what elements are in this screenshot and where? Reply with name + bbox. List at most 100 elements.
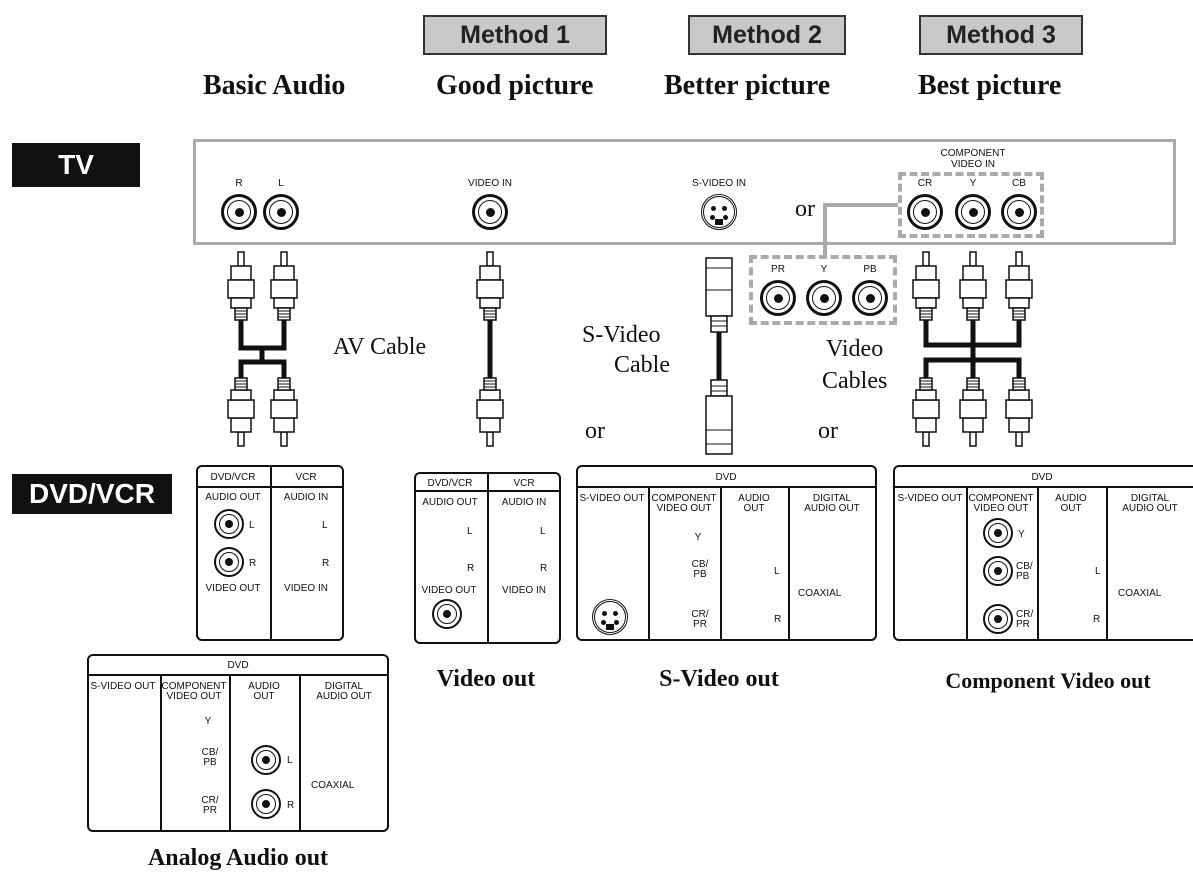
tv-y-label: Y — [969, 178, 977, 189]
component-label-2: VIDEO OUT — [166, 691, 222, 702]
analog-r-jack — [251, 789, 281, 819]
method-2-header: Method 2 — [688, 15, 846, 55]
svideo-out-label: S-VIDEO OUT — [897, 493, 963, 504]
panel-header-dvd: DVD — [715, 472, 737, 483]
or-right-label: or — [818, 418, 838, 444]
tv-svideo-in-label: S-VIDEO IN — [692, 178, 746, 189]
video-out-label: VIDEO OUT — [205, 583, 261, 594]
alt-component-dashed-box — [749, 255, 897, 325]
divider — [648, 486, 650, 641]
svideo-out-label: S-VIDEO OUT — [90, 681, 156, 692]
tv-cr-label: CR — [917, 178, 933, 189]
digital-label-2: AUDIO OUT — [316, 691, 372, 702]
cb-label-1: CB/ — [201, 747, 219, 758]
audio-label-1: AUDIO — [738, 493, 770, 504]
audio-in-label: AUDIO IN — [283, 492, 329, 503]
divider — [299, 674, 301, 832]
cb-label-1: CB/ — [691, 559, 709, 570]
cr-label-2: PR — [1016, 619, 1030, 630]
tv-r-label: R — [235, 178, 243, 189]
l-label: L — [1095, 566, 1101, 577]
alt-pr-jack — [760, 280, 796, 316]
divider — [1106, 486, 1108, 641]
digital-label-1: DIGITAL — [324, 681, 364, 692]
video-in-label: VIDEO IN — [284, 583, 328, 594]
caption-component-video-out: Component Video out — [945, 668, 1151, 693]
tv-cr-jack — [907, 194, 943, 230]
cb-label-2: PB — [203, 757, 217, 768]
divider — [966, 486, 968, 641]
panel-header-dvd: DVD — [1031, 472, 1053, 483]
audio-label-2: OUT — [253, 691, 275, 702]
cr-label-2: PR — [203, 805, 217, 816]
component-cb-jack — [983, 556, 1013, 586]
coaxial-label: COAXIAL — [798, 588, 842, 599]
audio-label-2: OUT — [1060, 503, 1082, 514]
cb-label-2: PB — [693, 569, 707, 580]
tv-y-jack — [955, 194, 991, 230]
coaxial-label: COAXIAL — [311, 780, 355, 791]
audio-l-jack — [214, 509, 244, 539]
or-left-label: or — [585, 418, 605, 444]
dvd-vcr-tag: DVD/VCR — [12, 474, 172, 514]
tv-video-in-label: VIDEO IN — [468, 178, 512, 189]
audio-in-label: AUDIO IN — [501, 497, 547, 508]
better-picture-heading: Better picture — [664, 70, 831, 101]
component-label-1: COMPONENT — [940, 148, 1006, 159]
svideo-cable — [705, 257, 733, 455]
y-label: Y — [204, 716, 212, 727]
audio-out-label: AUDIO OUT — [422, 497, 478, 508]
method-1-header: Method 1 — [423, 15, 607, 55]
alt-y-label: Y — [820, 264, 828, 275]
caption-analog-audio-out: Analog Audio out — [147, 845, 329, 871]
divider — [196, 486, 344, 488]
digital-label-1: DIGITAL — [1130, 493, 1170, 504]
alt-y-jack — [806, 280, 842, 316]
av-cable — [227, 251, 298, 446]
basic-audio-heading: Basic Audio — [203, 70, 346, 101]
cr-label-2: PR — [693, 619, 707, 630]
divider — [788, 486, 790, 641]
component-label-1: COMPONENT — [968, 493, 1034, 504]
l-label: L — [322, 520, 328, 531]
component-label-1: COMPONENT — [161, 681, 227, 692]
audio-out-label: AUDIO OUT — [205, 492, 261, 503]
alt-pr-label: PR — [771, 264, 785, 275]
divider — [576, 486, 877, 488]
component-cables — [912, 251, 1033, 446]
divider — [414, 490, 561, 492]
divider — [1037, 486, 1039, 641]
component-y-jack — [983, 518, 1013, 548]
tv-video-in-jack — [472, 194, 508, 230]
tv-cb-jack — [1001, 194, 1037, 230]
video-in-label: VIDEO IN — [502, 585, 546, 596]
video-cables-label-1: Video — [826, 336, 884, 362]
component-label-1: COMPONENT — [651, 493, 717, 504]
divider — [720, 486, 722, 641]
panel-header-dvdvcr: DVD/VCR — [427, 478, 473, 489]
digital-label-2: AUDIO OUT — [804, 503, 860, 514]
r-label: R — [540, 563, 548, 574]
l-label: L — [774, 566, 780, 577]
dvd-panel-component — [893, 465, 1193, 641]
l-label: L — [249, 520, 255, 531]
panel-header-vcr: VCR — [513, 478, 535, 489]
y-label: Y — [694, 532, 702, 543]
video-out-label: VIDEO OUT — [421, 585, 477, 596]
divider — [87, 674, 389, 676]
divider — [160, 674, 162, 832]
panel-header-dvdvcr: DVD/VCR — [210, 472, 256, 483]
component-cr-jack — [983, 604, 1013, 634]
caption-svideo-out: S-Video out — [659, 666, 779, 692]
dvd-panel-analog-audio — [87, 654, 389, 832]
tv-audio-r-jack — [221, 194, 257, 230]
tv-audio-l-jack — [263, 194, 299, 230]
video-out-jack — [432, 599, 462, 629]
alt-pb-jack — [852, 280, 888, 316]
svideo-cable-label-2: Cable — [614, 352, 670, 378]
caption-video-out: Video out — [436, 666, 536, 692]
svideo-cable-label-1: S-Video — [582, 322, 661, 348]
